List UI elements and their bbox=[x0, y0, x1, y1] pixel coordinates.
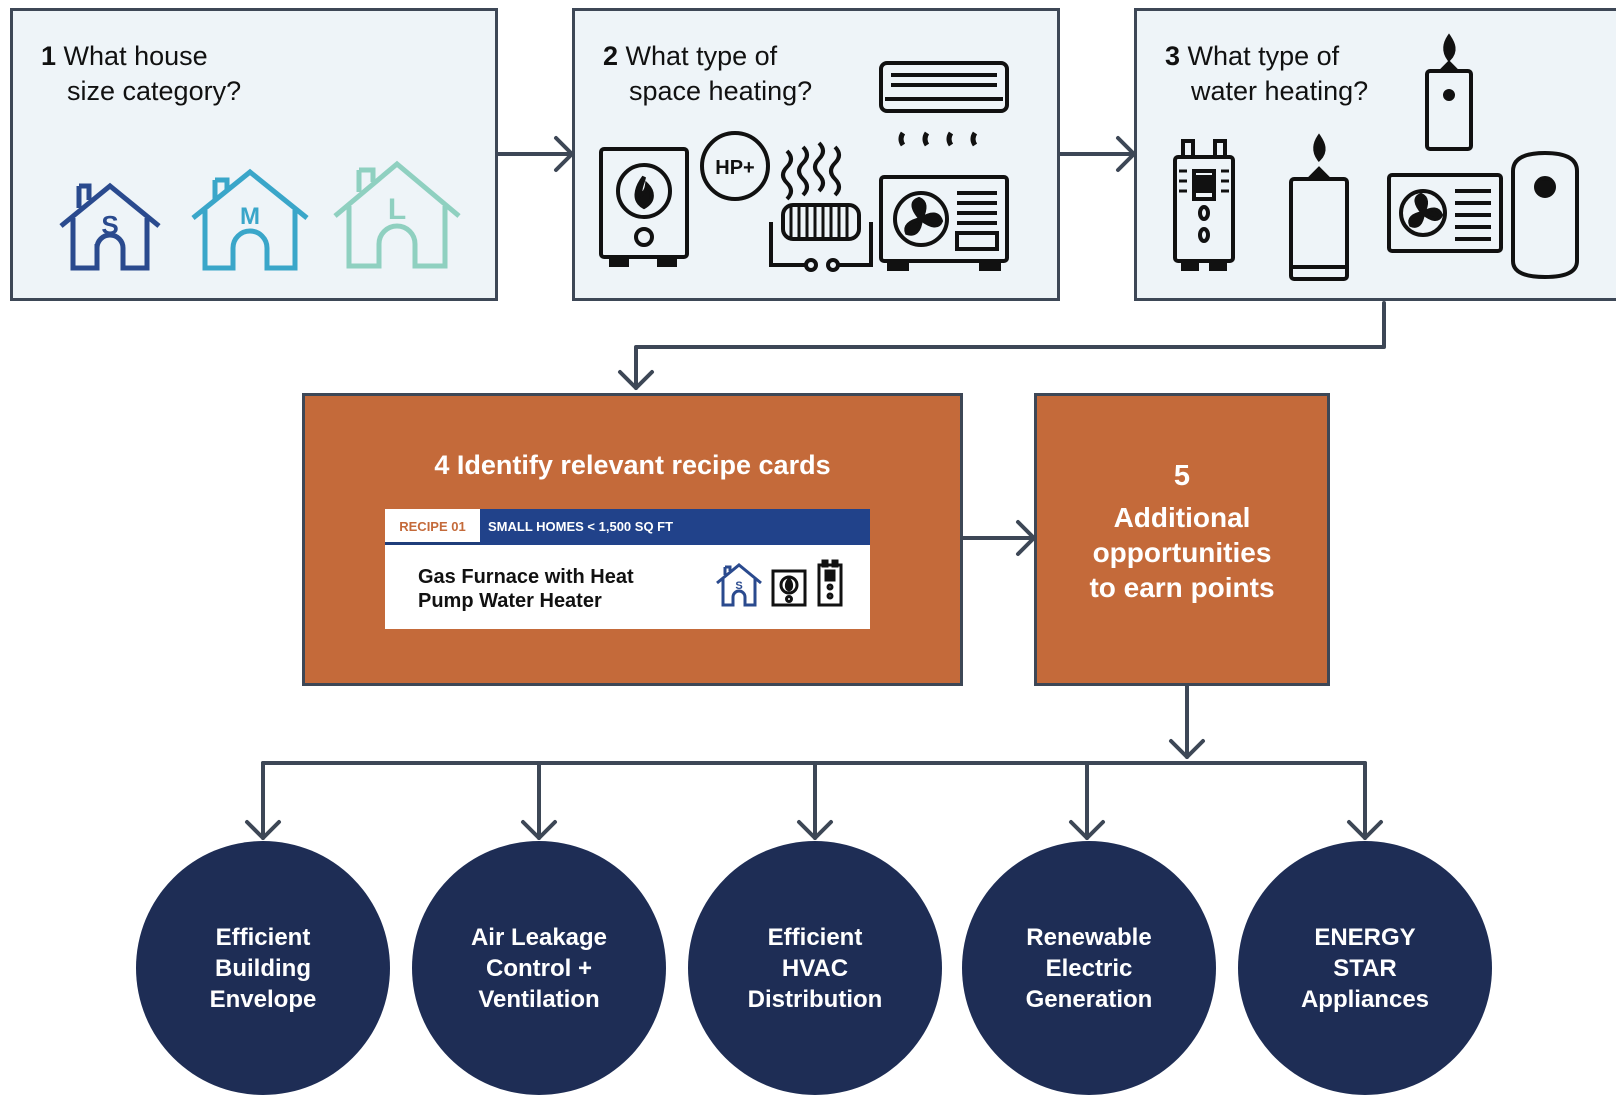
category-efficient-hvac-distribution[interactable]: Efficient HVAC Distribution bbox=[688, 841, 942, 1095]
house-large-icon bbox=[333, 160, 461, 269]
opportunities-number: 5 bbox=[1173, 460, 1191, 492]
air-conditioner-icon bbox=[879, 61, 1009, 147]
recipe-house-letter: S bbox=[735, 580, 742, 592]
house-medium-icon bbox=[191, 168, 309, 271]
step-line-1: What type of bbox=[625, 41, 778, 71]
recipe-furnace-icon bbox=[771, 569, 807, 607]
category-energy-star-appliances[interactable]: ENERGY STAR Appliances bbox=[1238, 841, 1492, 1095]
category-efficient-building-envelope[interactable]: Efficient Building Envelope bbox=[136, 841, 390, 1095]
step-title: 3 What type of water heating? bbox=[1165, 39, 1368, 109]
recipe-cards-box: 4 Identify relevant recipe cards RECIPE … bbox=[302, 393, 963, 686]
house-small-icon bbox=[59, 182, 161, 271]
category-air-leakage-ventilation[interactable]: Air Leakage Control + Ventilation bbox=[412, 841, 666, 1095]
recipe-water-heater-icon bbox=[817, 559, 843, 607]
point-of-use-water-heater-icon bbox=[1425, 33, 1473, 151]
water-heating-icons bbox=[1173, 33, 1579, 281]
step-number: 2 bbox=[603, 41, 619, 71]
step-line-2: water heating? bbox=[1191, 76, 1369, 106]
house-size-icons: S M L bbox=[59, 160, 461, 271]
step-line-1: What house bbox=[63, 41, 208, 71]
category-label: Efficient Building Envelope bbox=[209, 923, 317, 1013]
step-line-2: space heating? bbox=[629, 76, 813, 106]
heat-pump-water-heater-icon bbox=[1387, 173, 1503, 253]
category-label: Efficient HVAC Distribution bbox=[747, 923, 883, 1013]
recipe-house-icon bbox=[716, 563, 762, 607]
category-label: Renewable Electric Generation bbox=[1025, 923, 1153, 1013]
step-number: 3 bbox=[1165, 41, 1181, 71]
step-house-size: 1 What house size category? S M bbox=[10, 8, 498, 301]
house-small-letter: S bbox=[101, 210, 118, 240]
step-line-2: size category? bbox=[67, 76, 242, 106]
recipe-box-title: 4 Identify relevant recipe cards bbox=[434, 450, 831, 480]
recipe-category: SMALL HOMES < 1,500 SQ FT bbox=[480, 509, 870, 545]
recipe-icons: S bbox=[716, 559, 843, 607]
radiant-heater-icon bbox=[769, 141, 873, 272]
recipe-card[interactable]: RECIPE 01 SMALL HOMES < 1,500 SQ FT Gas … bbox=[385, 509, 870, 629]
storage-tank-icon bbox=[1511, 150, 1579, 280]
step-line-1: What type of bbox=[1187, 41, 1340, 71]
step-title: 1 What house size category? bbox=[41, 39, 241, 109]
house-medium-letter: M bbox=[240, 203, 260, 230]
step-number: 1 bbox=[41, 41, 57, 71]
heat-pump-plus-icon bbox=[700, 131, 770, 201]
step-water-heating: 3 What type of water heating? bbox=[1134, 8, 1616, 301]
step-space-heating: 2 What type of space heating? bbox=[572, 8, 1060, 301]
opportunities-box: 5 Additional opportunities to earn point… bbox=[1034, 393, 1330, 686]
recipe-name-line-2: Pump Water Heater bbox=[418, 590, 602, 612]
recipe-name-line-1: Gas Furnace with Heat bbox=[418, 566, 634, 588]
recipe-name: Gas Furnace with Heat Pump Water Heater bbox=[418, 565, 634, 613]
hp-plus-label: HP+ bbox=[715, 157, 754, 179]
gas-water-heater-icon bbox=[1289, 133, 1349, 281]
opportunities-text: Additional opportunities to earn points bbox=[1089, 502, 1275, 603]
tankless-water-heater-icon bbox=[1173, 139, 1235, 271]
space-heating-icons: HP+ bbox=[599, 61, 1009, 272]
step-title: 2 What type of space heating? bbox=[603, 39, 812, 109]
recipe-tag: RECIPE 01 bbox=[385, 509, 480, 545]
category-label: Air Leakage Control + Ventilation bbox=[470, 923, 608, 1013]
house-large-letter: L bbox=[388, 193, 406, 226]
outdoor-heat-pump-icon bbox=[879, 175, 1009, 271]
category-label: ENERGY STAR Appliances bbox=[1300, 923, 1430, 1013]
category-renewable-electric-generation[interactable]: Renewable Electric Generation bbox=[962, 841, 1216, 1095]
furnace-icon bbox=[599, 147, 689, 267]
